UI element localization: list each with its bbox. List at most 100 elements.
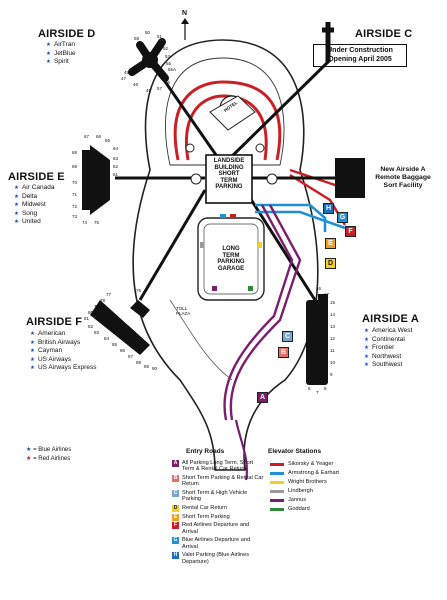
gate-number: 71 xyxy=(72,192,78,197)
landside-line: LANDSIDE xyxy=(213,158,245,164)
entry-road-chip: B xyxy=(172,475,179,482)
garage-inner xyxy=(203,223,259,295)
airline-item: Cayman xyxy=(30,347,96,356)
gate-number: 89 xyxy=(144,364,150,369)
gate-number: 55 xyxy=(166,61,172,66)
gate-number: 74 xyxy=(82,220,88,225)
elevator-color-swatch xyxy=(270,508,284,511)
entry-road-text: Short Term Parking & Rental Car Return xyxy=(182,475,264,488)
airline-item: US Airways Express xyxy=(30,364,97,373)
airline-item: JetBlue xyxy=(46,50,76,59)
elevator-red xyxy=(230,214,236,218)
elevator-item: Goddard xyxy=(270,505,339,514)
entry-road-chip: C xyxy=(172,490,179,497)
blue-road xyxy=(255,203,346,232)
toll-plaza-label: TOLL PLAZA xyxy=(176,306,190,316)
elevator-color-swatch xyxy=(270,490,284,493)
key-blue-label: = Blue Airlines xyxy=(33,447,72,453)
road-marker-b: B xyxy=(278,347,289,358)
entry-road-text: Short Term Parking xyxy=(182,513,230,520)
airside-c-connector xyxy=(221,58,332,167)
landside-line: TERM xyxy=(220,177,238,184)
gate-number: 66 xyxy=(96,134,102,139)
toll-line: TOLL xyxy=(176,306,188,311)
elevator-item: Jannus xyxy=(270,496,339,505)
gate-number: 9 xyxy=(330,372,333,377)
landside-building xyxy=(205,154,253,204)
gate-number: 14 xyxy=(330,312,336,317)
gate-number: 64 xyxy=(113,146,119,151)
elevator-purple xyxy=(212,286,217,291)
airline-key: ★ = Blue Airlines ★ = Red Airlines xyxy=(26,446,71,464)
garage-label: LONG TERM PARKING GARAGE xyxy=(206,246,256,272)
key-blue-row: ★ = Blue Airlines xyxy=(26,446,71,455)
gate-number: 46 xyxy=(133,82,139,87)
airside-e-building xyxy=(82,145,110,215)
gate-number: 62 xyxy=(113,164,119,169)
airline-item: United xyxy=(14,218,54,227)
airside-a-connector xyxy=(243,189,317,301)
elevator-item: Armstrong & Earhart xyxy=(270,469,339,478)
gate-number: 79 xyxy=(94,304,100,309)
entry-road-chip: A xyxy=(172,460,179,467)
elevator-item: Wright Brothers xyxy=(270,478,339,487)
gate-number: 75 xyxy=(94,220,100,225)
elevator-item: Lindbergh xyxy=(270,487,339,496)
airside-a-airlines: America West Continental Frontier Northw… xyxy=(364,327,412,370)
airside-f-building xyxy=(90,300,150,355)
new-airside-line1: New Airside A xyxy=(380,166,426,173)
entry-road-text: Short Term & High Vehicle Parking xyxy=(182,490,248,503)
gate-number: 52 xyxy=(163,46,169,51)
gate-number: 81 xyxy=(84,316,90,321)
elevator-stations-title: Elevator Stations xyxy=(268,448,322,455)
blue-star-icon: ★ xyxy=(26,447,32,453)
gate-number: 7 xyxy=(316,390,319,395)
airside-f-connector xyxy=(138,189,207,301)
entry-road-chip: H xyxy=(172,552,179,560)
elevator-green xyxy=(248,286,253,291)
entry-road-text: Rental Car Return xyxy=(182,505,228,511)
gate-number: 61 xyxy=(113,172,119,177)
gate-number: 80 xyxy=(88,310,94,315)
entry-road-chip: G xyxy=(172,537,179,545)
entry-road-text: Red Airlines Departure and Arrival xyxy=(182,522,250,535)
elevator-color-swatch xyxy=(270,463,284,466)
gate-number: 77 xyxy=(106,292,112,297)
gate-number: 84 xyxy=(104,336,110,341)
airside-a-title: AIRSIDE A xyxy=(362,313,420,325)
construction-notice: Under Construction Opening April 2005 xyxy=(313,44,407,67)
new-airside-line3: Sort Facility xyxy=(383,182,423,189)
gate-number: 63 xyxy=(113,156,119,161)
station-new xyxy=(266,173,278,185)
gate-number: 17 xyxy=(324,292,330,297)
gate-number: 53 xyxy=(165,54,171,59)
gate-number: 82 xyxy=(88,324,94,329)
purple-road xyxy=(223,204,302,421)
airline-item: Midwest xyxy=(14,201,54,210)
new-airside-a-building xyxy=(335,158,365,198)
north-label: N xyxy=(182,10,188,17)
gate-number: 83 xyxy=(94,330,100,335)
gate-number: 73 xyxy=(72,214,78,219)
airline-item: Delta xyxy=(14,193,54,202)
garage-line: TERM xyxy=(222,252,240,259)
road-marker-e: E xyxy=(325,238,336,249)
garage-line: LONG xyxy=(222,246,240,252)
gate-number: 50 xyxy=(145,30,151,35)
gate-number: 55A xyxy=(168,67,177,72)
gate-number: 76 xyxy=(136,288,142,293)
airside-f-title: AIRSIDE F xyxy=(26,316,83,328)
gate-number: 57 xyxy=(157,86,163,91)
road-marker-c: C xyxy=(282,331,293,342)
airport-outline xyxy=(132,39,319,471)
gate-number: 68 xyxy=(72,150,78,155)
airside-e-airlines: Air Canada Delta Midwest Song United xyxy=(14,184,55,227)
entry-roads-title: Entry Roads xyxy=(186,448,225,455)
